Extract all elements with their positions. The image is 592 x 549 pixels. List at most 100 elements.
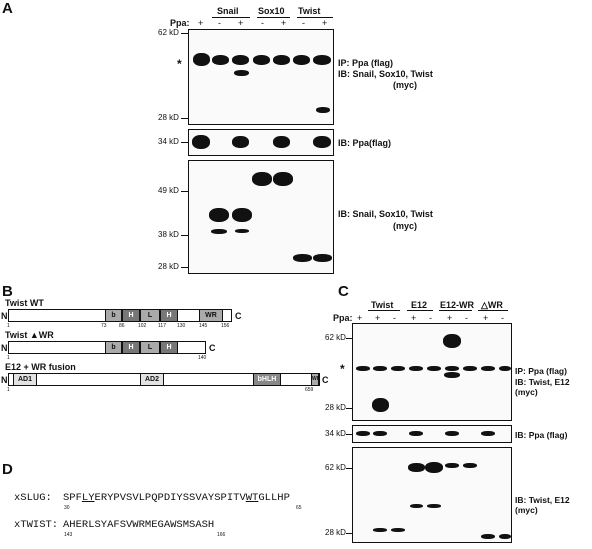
blot-c2-label: IB: Ppa (flag)	[515, 430, 568, 440]
ppa-sign: +	[281, 18, 287, 28]
delta-icon: △	[481, 300, 488, 310]
n-term: N	[1, 375, 8, 385]
c-term: C	[322, 375, 329, 385]
group-line	[368, 310, 400, 311]
marker-tick	[181, 235, 188, 236]
marker-62kd-a1: 62 kD	[158, 28, 179, 37]
blot-a3-label-line2: (myc)	[393, 221, 418, 231]
blot-a1-label-line2: IB: Snail, Sox10, Twist	[338, 69, 433, 79]
group-label-e12-wr: E12-WR	[440, 300, 475, 310]
ppa-sign: +	[375, 313, 381, 323]
domain-loop: L	[140, 342, 160, 353]
twist-name: xTWIST:	[14, 519, 59, 531]
marker-28kd-a1: 28 kD	[158, 113, 179, 122]
domain-bhlh: bHLH	[253, 374, 281, 385]
position-label: 1	[7, 323, 10, 329]
marker-tick	[181, 118, 188, 119]
blot-a2-label: IB: Ppa(flag)	[338, 138, 391, 148]
blot-a1	[188, 29, 334, 125]
marker-34kd-c2: 34 kD	[325, 429, 346, 438]
marker-49kd-a3: 49 kD	[158, 186, 179, 195]
blot-c1-label-line2: IB: Twist, E12 (myc)	[515, 377, 570, 397]
marker-tick	[346, 434, 352, 435]
ppa-sign: +	[483, 313, 489, 323]
ppa-sign: -	[465, 313, 468, 323]
e12-protein-bar: AD1 AD2 bHLH WR	[8, 373, 320, 386]
slug-start: 30	[64, 505, 70, 511]
ppa-sign: +	[447, 313, 453, 323]
ppa-sign: +	[322, 18, 328, 28]
marker-tick	[181, 191, 188, 192]
position-label: 73	[101, 323, 107, 329]
domain-wr: WR	[199, 310, 223, 321]
twist-start: 143	[64, 532, 73, 538]
ppa-sign: -	[429, 313, 432, 323]
position-label: 659	[305, 387, 314, 393]
group-line-snail	[212, 17, 250, 18]
ppa-label-c: Ppa:	[333, 313, 353, 323]
e12-fusion-title: E12 + WR fusion	[5, 362, 76, 372]
c-term: C	[235, 311, 242, 321]
ppa-sign: -	[302, 18, 305, 28]
group-label-e12: E12	[411, 300, 428, 310]
blot-c1	[352, 323, 512, 421]
position-label: 1	[7, 355, 10, 361]
c-term: C	[209, 343, 216, 353]
ppa-sign: +	[198, 18, 204, 28]
position-label: 156	[221, 323, 230, 329]
marker-28kd-a3: 28 kD	[158, 262, 179, 271]
asterisk-c: *	[340, 362, 345, 376]
domain-loop: L	[140, 310, 160, 321]
panel-label-b: B	[2, 283, 13, 300]
group-line	[478, 310, 508, 311]
group-label-sox10: Sox10	[258, 6, 285, 16]
group-label-snail: Snail	[217, 6, 239, 16]
slug-end: 65	[296, 505, 302, 511]
blot-a1-label-line1: IP: Ppa (flag)	[338, 58, 394, 68]
domain-basic: b	[105, 342, 122, 353]
position-label: 86	[119, 323, 125, 329]
n-term: N	[1, 343, 8, 353]
domain-helix2: H	[160, 310, 178, 321]
group-line	[439, 310, 472, 311]
group-label-twist: Twist	[298, 6, 321, 16]
marker-tick	[346, 408, 352, 409]
marker-62kd-c1: 62 kD	[325, 333, 346, 342]
marker-38kd-a3: 38 kD	[158, 230, 179, 239]
ppa-sign: -	[393, 313, 396, 323]
twist-end: 166	[217, 532, 226, 538]
slug-sequence: SPFLYERYPVSVLPQPDIYSSVAYSPITVWTGLLHP	[63, 492, 290, 504]
marker-tick	[346, 338, 352, 339]
blot-c1-label-line1: IP: Ppa (flag)	[515, 366, 567, 376]
marker-tick	[346, 468, 352, 469]
ppa-sign: -	[501, 313, 504, 323]
domain-basic: b	[105, 310, 122, 321]
marker-28kd-c1: 28 kD	[325, 403, 346, 412]
ppa-sign: -	[218, 18, 221, 28]
panel-label-d: D	[2, 461, 13, 478]
slug-motif-wt: WT	[245, 492, 259, 504]
marker-28kd-c3: 28 kD	[325, 528, 346, 537]
marker-tick	[346, 533, 352, 534]
twist-sequence: AHERLSYAFSVWRMEGAWSMSASH	[63, 519, 215, 531]
domain-helix1: H	[122, 342, 140, 353]
marker-34kd-a2: 34 kD	[158, 137, 179, 146]
twist-dwr-title: Twist ▲WR	[5, 330, 54, 340]
domain-wr: WR	[311, 374, 320, 385]
panel-label-a: A	[2, 0, 13, 17]
twist-wt-title: Twist WT	[5, 298, 44, 308]
twist-wt-protein-bar: b H L H WR	[8, 309, 232, 322]
blot-a3-label-line1: IB: Snail, Sox10, Twist	[338, 209, 433, 219]
delta-icon: ▲	[29, 330, 39, 340]
position-label: 1	[7, 387, 10, 393]
group-line-twist	[297, 17, 333, 18]
ppa-sign: -	[261, 18, 264, 28]
domain-ad1: AD1	[13, 374, 37, 385]
position-label: 102	[138, 323, 147, 329]
position-label: 140	[198, 355, 207, 361]
marker-62kd-c3: 62 kD	[325, 463, 346, 472]
position-label: 117	[158, 323, 166, 329]
ppa-sign: +	[411, 313, 417, 323]
position-label: 130	[177, 323, 186, 329]
domain-helix2: H	[160, 342, 178, 353]
